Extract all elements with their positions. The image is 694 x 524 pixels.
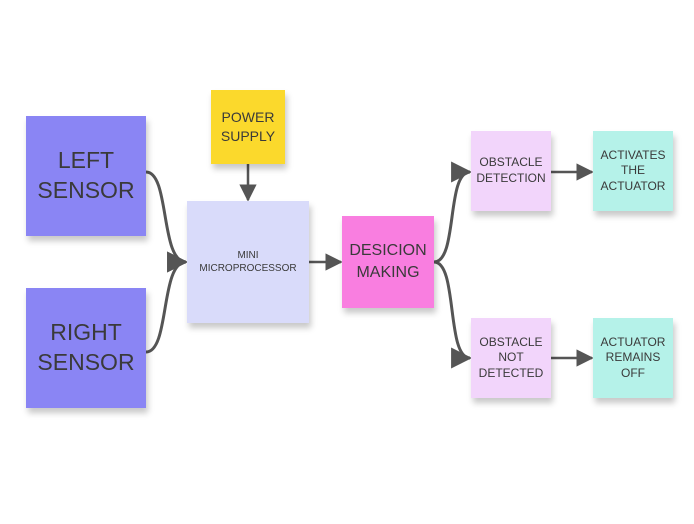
activates-actuator-node: ACTIVATES THE ACTUATOR	[593, 131, 673, 211]
right-sensor-node: RIGHT SENSOR	[26, 288, 146, 408]
edge-right-sensor-to-processor	[145, 251, 189, 354]
power-supply-node: POWER SUPPLY	[211, 90, 285, 164]
edge-decision-to-detection	[433, 161, 473, 264]
left-sensor-node: LEFT SENSOR	[26, 116, 146, 236]
edge-left-sensor-to-processor	[145, 170, 189, 273]
edge-decision-to-not-detected	[433, 260, 473, 369]
decision-making-node: DESICION MAKING	[342, 216, 434, 308]
obstacle-not-detected-node: OBSTACLE NOT DETECTED	[471, 318, 551, 398]
actuator-remains-off-node: ACTUATOR REMAINS OFF	[593, 318, 673, 398]
obstacle-detection-node: OBSTACLE DETECTION	[471, 131, 551, 211]
mini-microprocessor-node: MINI MICROPROCESSOR	[187, 201, 309, 323]
